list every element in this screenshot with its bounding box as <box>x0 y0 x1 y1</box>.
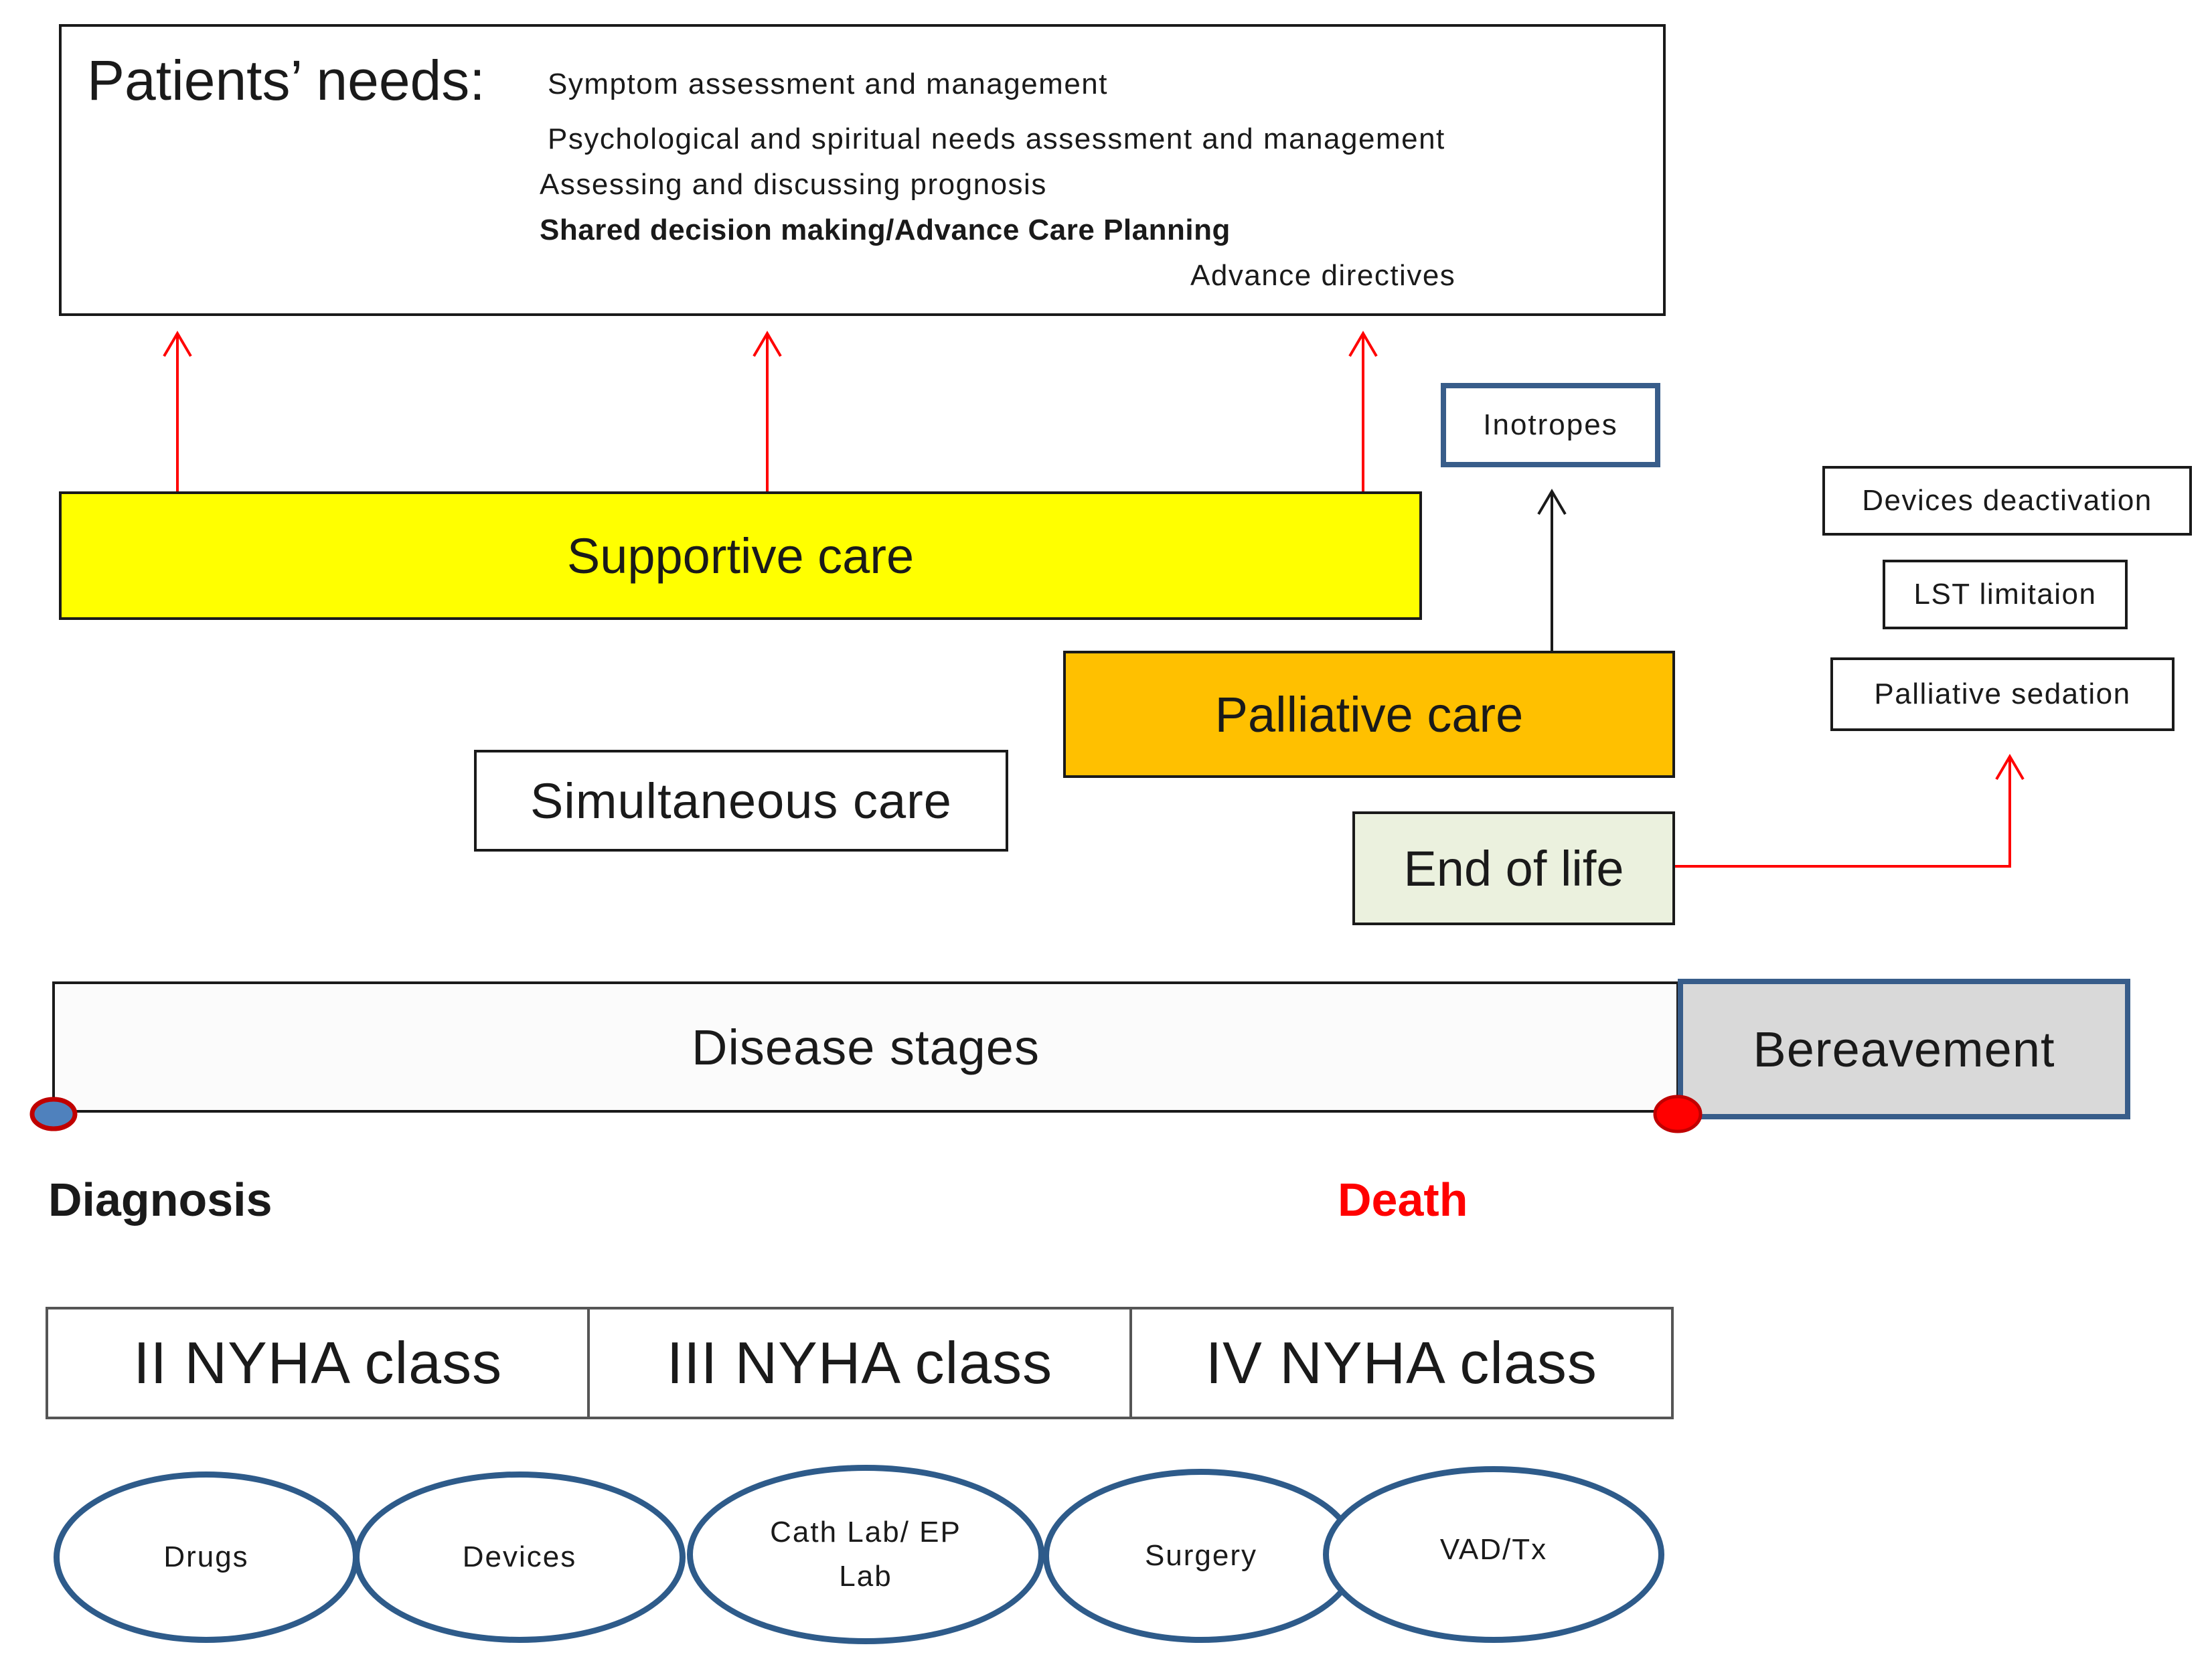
treatment-label: VAD/Tx <box>1439 1533 1548 1566</box>
palliative-care-bar: Palliative care <box>1063 651 1675 778</box>
palliative-care-label: Palliative care <box>1214 686 1524 742</box>
supportive-care-bar: Supportive care <box>59 491 1422 620</box>
treatment-label: Cath Lab/ EP Lab <box>770 1516 961 1593</box>
connector-end-of-life <box>1675 757 2011 868</box>
need-symptom-assessment: Symptom assessment and management <box>548 68 1108 100</box>
treatment-vad-tx: VAD/Tx <box>1323 1466 1664 1643</box>
nyha-class-iii: III NYHA class <box>587 1309 1129 1417</box>
treatment-label: Devices <box>462 1540 577 1573</box>
arrowhead-needs-1 <box>163 331 192 357</box>
treatment-cath-lab: Cath Lab/ EP Lab <box>687 1465 1044 1644</box>
disease-stages-label: Disease stages <box>692 1019 1040 1075</box>
need-advance-directives: Advance directives <box>1190 259 1456 292</box>
bereavement-box: Bereavement <box>1678 979 2130 1119</box>
treatment-surgery: Surgery <box>1043 1469 1359 1643</box>
patients-needs-title: Patients’ needs: <box>87 49 485 112</box>
diagnosis-label: Diagnosis <box>48 1174 272 1226</box>
palliative-sedation-box: Palliative sedation <box>1830 657 2175 731</box>
treatment-label: Surgery <box>1144 1539 1258 1572</box>
nyha-class-row: II NYHA class III NYHA class IV NYHA cla… <box>46 1307 1674 1419</box>
need-shared-decision-making: Shared decision making/Advance Care Plan… <box>540 214 1231 246</box>
treatment-devices: Devices <box>353 1471 686 1643</box>
patients-needs-panel <box>59 24 1666 316</box>
treatment-drugs: Drugs <box>54 1471 359 1643</box>
devices-deactivation-box: Devices deactivation <box>1822 466 2192 536</box>
inotropes-box: Inotropes <box>1441 383 1660 467</box>
nyha-class-ii: II NYHA class <box>133 1330 503 1396</box>
simultaneous-care-box: Simultaneous care <box>474 750 1008 852</box>
disease-stages-bar: Disease stages <box>52 981 1679 1113</box>
palliative-sedation-label: Palliative sedation <box>1874 678 2131 710</box>
nyha-class-iv: IV NYHA class <box>1129 1309 1671 1417</box>
need-psychological-spiritual: Psychological and spiritual needs assess… <box>548 123 1445 155</box>
end-of-life-label: End of life <box>1403 840 1624 896</box>
bereavement-label: Bereavement <box>1753 1021 2055 1077</box>
end-of-life-box: End of life <box>1352 811 1675 925</box>
supportive-care-label: Supportive care <box>566 528 915 584</box>
death-label: Death <box>1338 1174 1468 1226</box>
arrowhead-inotropes <box>1537 489 1567 515</box>
need-prognosis: Assessing and discussing prognosis <box>540 168 1047 201</box>
lst-limitation-label: LST limitaion <box>1913 578 2097 611</box>
devices-deactivation-label: Devices deactivation <box>1862 484 2152 517</box>
lst-limitation-box: LST limitaion <box>1883 560 2128 629</box>
simultaneous-care-label: Simultaneous care <box>530 773 952 829</box>
arrowhead-end-of-life <box>1995 754 2025 781</box>
arrowhead-needs-3 <box>1348 331 1378 357</box>
arrowhead-needs-2 <box>753 331 782 357</box>
inotropes-label: Inotropes <box>1483 408 1618 441</box>
treatment-label: Drugs <box>163 1540 249 1573</box>
